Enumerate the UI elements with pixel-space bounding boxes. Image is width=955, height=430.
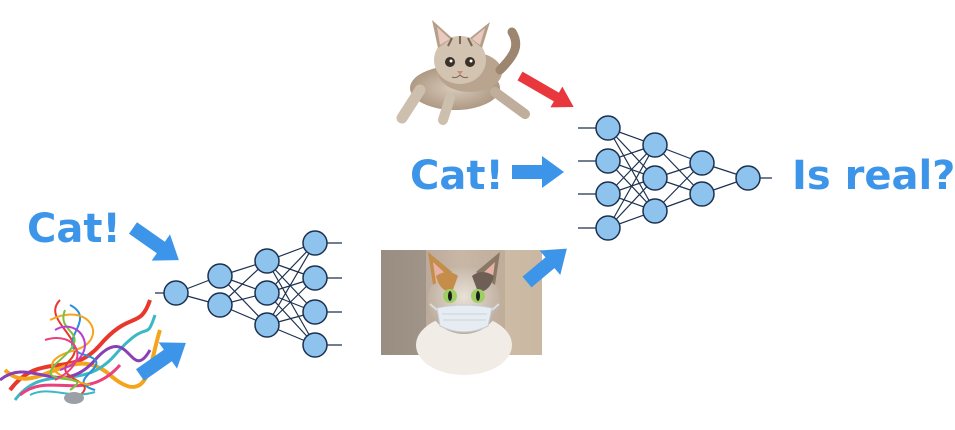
discriminator-condition-label: Cat! <box>410 153 504 199</box>
condition-arrow-icon <box>512 156 564 188</box>
generator-node <box>207 263 233 289</box>
generator-node <box>254 280 280 306</box>
discriminator-network <box>578 115 772 241</box>
noise-image <box>0 299 162 404</box>
generator-node <box>302 230 328 256</box>
discriminator-node <box>642 165 668 191</box>
discriminator-node <box>642 198 668 224</box>
noise-arrow-icon <box>135 342 186 381</box>
discriminator-output-label: Is real? <box>792 153 955 199</box>
discriminator-node <box>595 215 621 241</box>
generator-node <box>207 292 233 318</box>
generator-node <box>302 332 328 358</box>
discriminator-node <box>595 115 621 141</box>
generator-condition-label: Cat! <box>27 206 121 252</box>
discriminator-node <box>595 181 621 207</box>
discriminator-node <box>689 181 715 207</box>
generator-network <box>155 230 342 358</box>
generated-sample-image <box>381 250 542 375</box>
generator-node <box>302 299 328 325</box>
discriminator-node <box>642 132 668 158</box>
generator-node <box>163 280 189 306</box>
generator-node <box>254 248 280 274</box>
discriminator-node <box>735 165 761 191</box>
generator-node <box>302 265 328 291</box>
discriminator-node <box>689 150 715 176</box>
generated-arrow-icon <box>522 248 567 288</box>
generator-node <box>254 312 280 338</box>
condition-arrow-icon <box>128 222 179 261</box>
real-arrow-icon <box>517 71 574 108</box>
discriminator-node <box>595 148 621 174</box>
real-sample-image <box>396 20 530 125</box>
